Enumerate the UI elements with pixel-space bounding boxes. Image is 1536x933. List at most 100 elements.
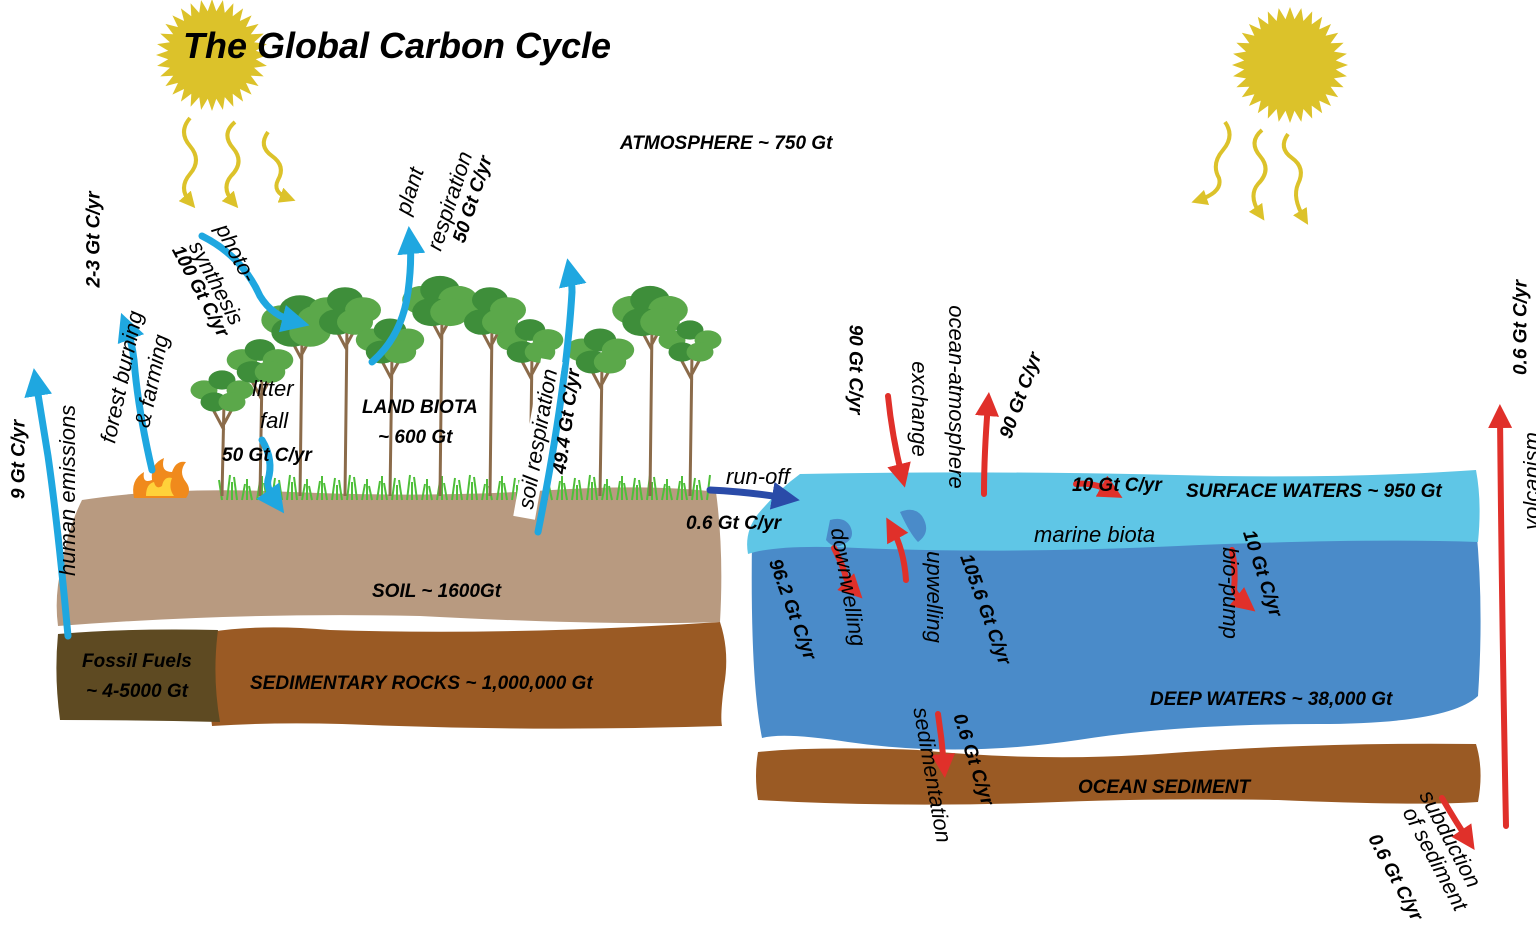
tree-icon xyxy=(190,370,254,497)
sun-ray xyxy=(1248,128,1268,221)
fossil-fuels-amount: ~ 4-5000 Gt xyxy=(86,681,188,702)
human-emissions-flux: 9 Gt C/yr xyxy=(8,419,30,500)
grass-blade xyxy=(698,479,703,501)
human-emissions-label: human emissions xyxy=(55,404,80,576)
tree-icon xyxy=(658,320,722,497)
land-biota-label: LAND BIOTA xyxy=(362,397,478,418)
bio-pump-label: bio-pump xyxy=(1218,547,1243,639)
grass-blade xyxy=(458,479,463,501)
grass-blade xyxy=(503,482,508,501)
upwelling-arrow xyxy=(886,517,909,583)
sun-ray xyxy=(178,116,198,209)
grass-blade xyxy=(353,476,358,501)
sun-ray xyxy=(1281,132,1309,225)
human-emissions-arrow xyxy=(24,368,72,640)
land-arrows xyxy=(24,226,587,640)
sun-right-icon xyxy=(1232,7,1348,123)
subduction-arrow xyxy=(1439,795,1475,850)
forest-burning-flux: 2-3 Gt C/yr xyxy=(83,191,105,288)
sedimentary-rock-layer xyxy=(208,622,727,729)
downwelling-arrow xyxy=(831,545,863,599)
tree-icon xyxy=(612,285,688,497)
land-biota-amount: ~ 600 Gt xyxy=(378,427,453,448)
marine-biota-flux: 10 Gt C/yr xyxy=(1072,475,1162,496)
grass-blade xyxy=(586,474,591,501)
grass-blade xyxy=(361,483,366,501)
grass-blade xyxy=(683,482,688,501)
forest-burning-arrow xyxy=(117,312,156,474)
grass-blade xyxy=(301,483,306,501)
ocean-arrows xyxy=(831,392,1513,850)
grass-blade xyxy=(481,483,486,501)
tree-icon xyxy=(226,339,294,497)
litter-fall-arrow xyxy=(256,436,285,514)
bio-pump-arrow xyxy=(1229,547,1256,612)
grass-blade xyxy=(638,479,643,501)
grass-blade xyxy=(406,474,411,501)
grass-blade xyxy=(601,483,606,501)
volcanism-arrow xyxy=(1488,404,1513,829)
grass-blade xyxy=(346,474,351,501)
diagram-title: The Global Carbon Cycle xyxy=(183,25,612,66)
volcanism-flux: 0.6 Gt C/yr xyxy=(1510,279,1532,376)
surface-waters-label: SURFACE WATERS ~ 950 Gt xyxy=(1186,481,1442,502)
grass-blade xyxy=(578,479,583,501)
grass-blade xyxy=(563,482,568,501)
grass-blade xyxy=(376,480,381,501)
grass-blade xyxy=(623,482,628,501)
sun-left-icon xyxy=(156,0,268,111)
grass-blade xyxy=(473,476,478,501)
photosynthesis-arrow xyxy=(198,232,310,333)
plant-respiration-arrow xyxy=(368,226,426,366)
ocean-uptake-arrow xyxy=(885,393,911,488)
grass-blade xyxy=(323,482,328,501)
ocean-exchange-label: exchange xyxy=(907,361,932,457)
grass-blade xyxy=(608,485,613,501)
grass-blade xyxy=(616,480,621,501)
soil-layer xyxy=(56,487,722,626)
downwelling-plume xyxy=(826,509,927,547)
grass-blade xyxy=(661,483,666,501)
grass-blade xyxy=(241,483,246,501)
atmosphere-label: ATMOSPHERE ~ 750 Gt xyxy=(620,133,833,154)
volcanism-label: volcanism xyxy=(1519,432,1536,530)
ocean-sediment-label: OCEAN SEDIMENT xyxy=(1078,777,1251,798)
grass-blade xyxy=(368,485,373,501)
grass-blade xyxy=(496,480,501,501)
grass-blade xyxy=(391,477,396,501)
sedimentation-arrow xyxy=(931,711,956,778)
tree-icon xyxy=(454,287,526,497)
grass-blade xyxy=(233,476,238,501)
grass-blade xyxy=(653,476,658,501)
grass-blade xyxy=(226,474,231,501)
sun-ray xyxy=(261,130,296,203)
sedimentary-rocks-label: SEDIMENTARY ROCKS ~ 1,000,000 Gt xyxy=(250,673,593,694)
fossil-fuel-layer xyxy=(56,629,221,722)
grass-blade xyxy=(308,485,313,501)
deep-water-layer xyxy=(751,523,1481,750)
sun-rays-right xyxy=(1191,120,1309,225)
ocean-release-arrow xyxy=(975,392,1000,497)
grass-blade xyxy=(218,479,223,501)
surface-water-layer xyxy=(747,470,1480,554)
grass-blade xyxy=(331,477,336,501)
grass-blade xyxy=(631,477,636,501)
ocean-uptake-flux: 90 Gt C/yr xyxy=(844,324,866,415)
grass-blade xyxy=(593,476,598,501)
grass-blade xyxy=(451,477,456,501)
fire-icon xyxy=(133,458,189,498)
runoff-flux: 0.6 Gt C/yr xyxy=(686,513,782,534)
grass-blade xyxy=(413,476,418,501)
tree-icon xyxy=(496,319,564,497)
litter-fall-label-2: fall xyxy=(260,408,289,433)
runoff-label: run-off xyxy=(726,464,790,489)
grass-blade xyxy=(571,477,576,501)
fossil-fuels-label: Fossil Fuels xyxy=(82,651,192,672)
grass-blade xyxy=(511,477,516,501)
grass-blade xyxy=(248,485,253,501)
sun-rays-left xyxy=(178,116,296,209)
litter-fall-label-1: litter xyxy=(252,376,294,401)
deep-waters-label: DEEP WATERS ~ 38,000 Gt xyxy=(1150,689,1393,710)
sun-ray xyxy=(1191,120,1232,206)
